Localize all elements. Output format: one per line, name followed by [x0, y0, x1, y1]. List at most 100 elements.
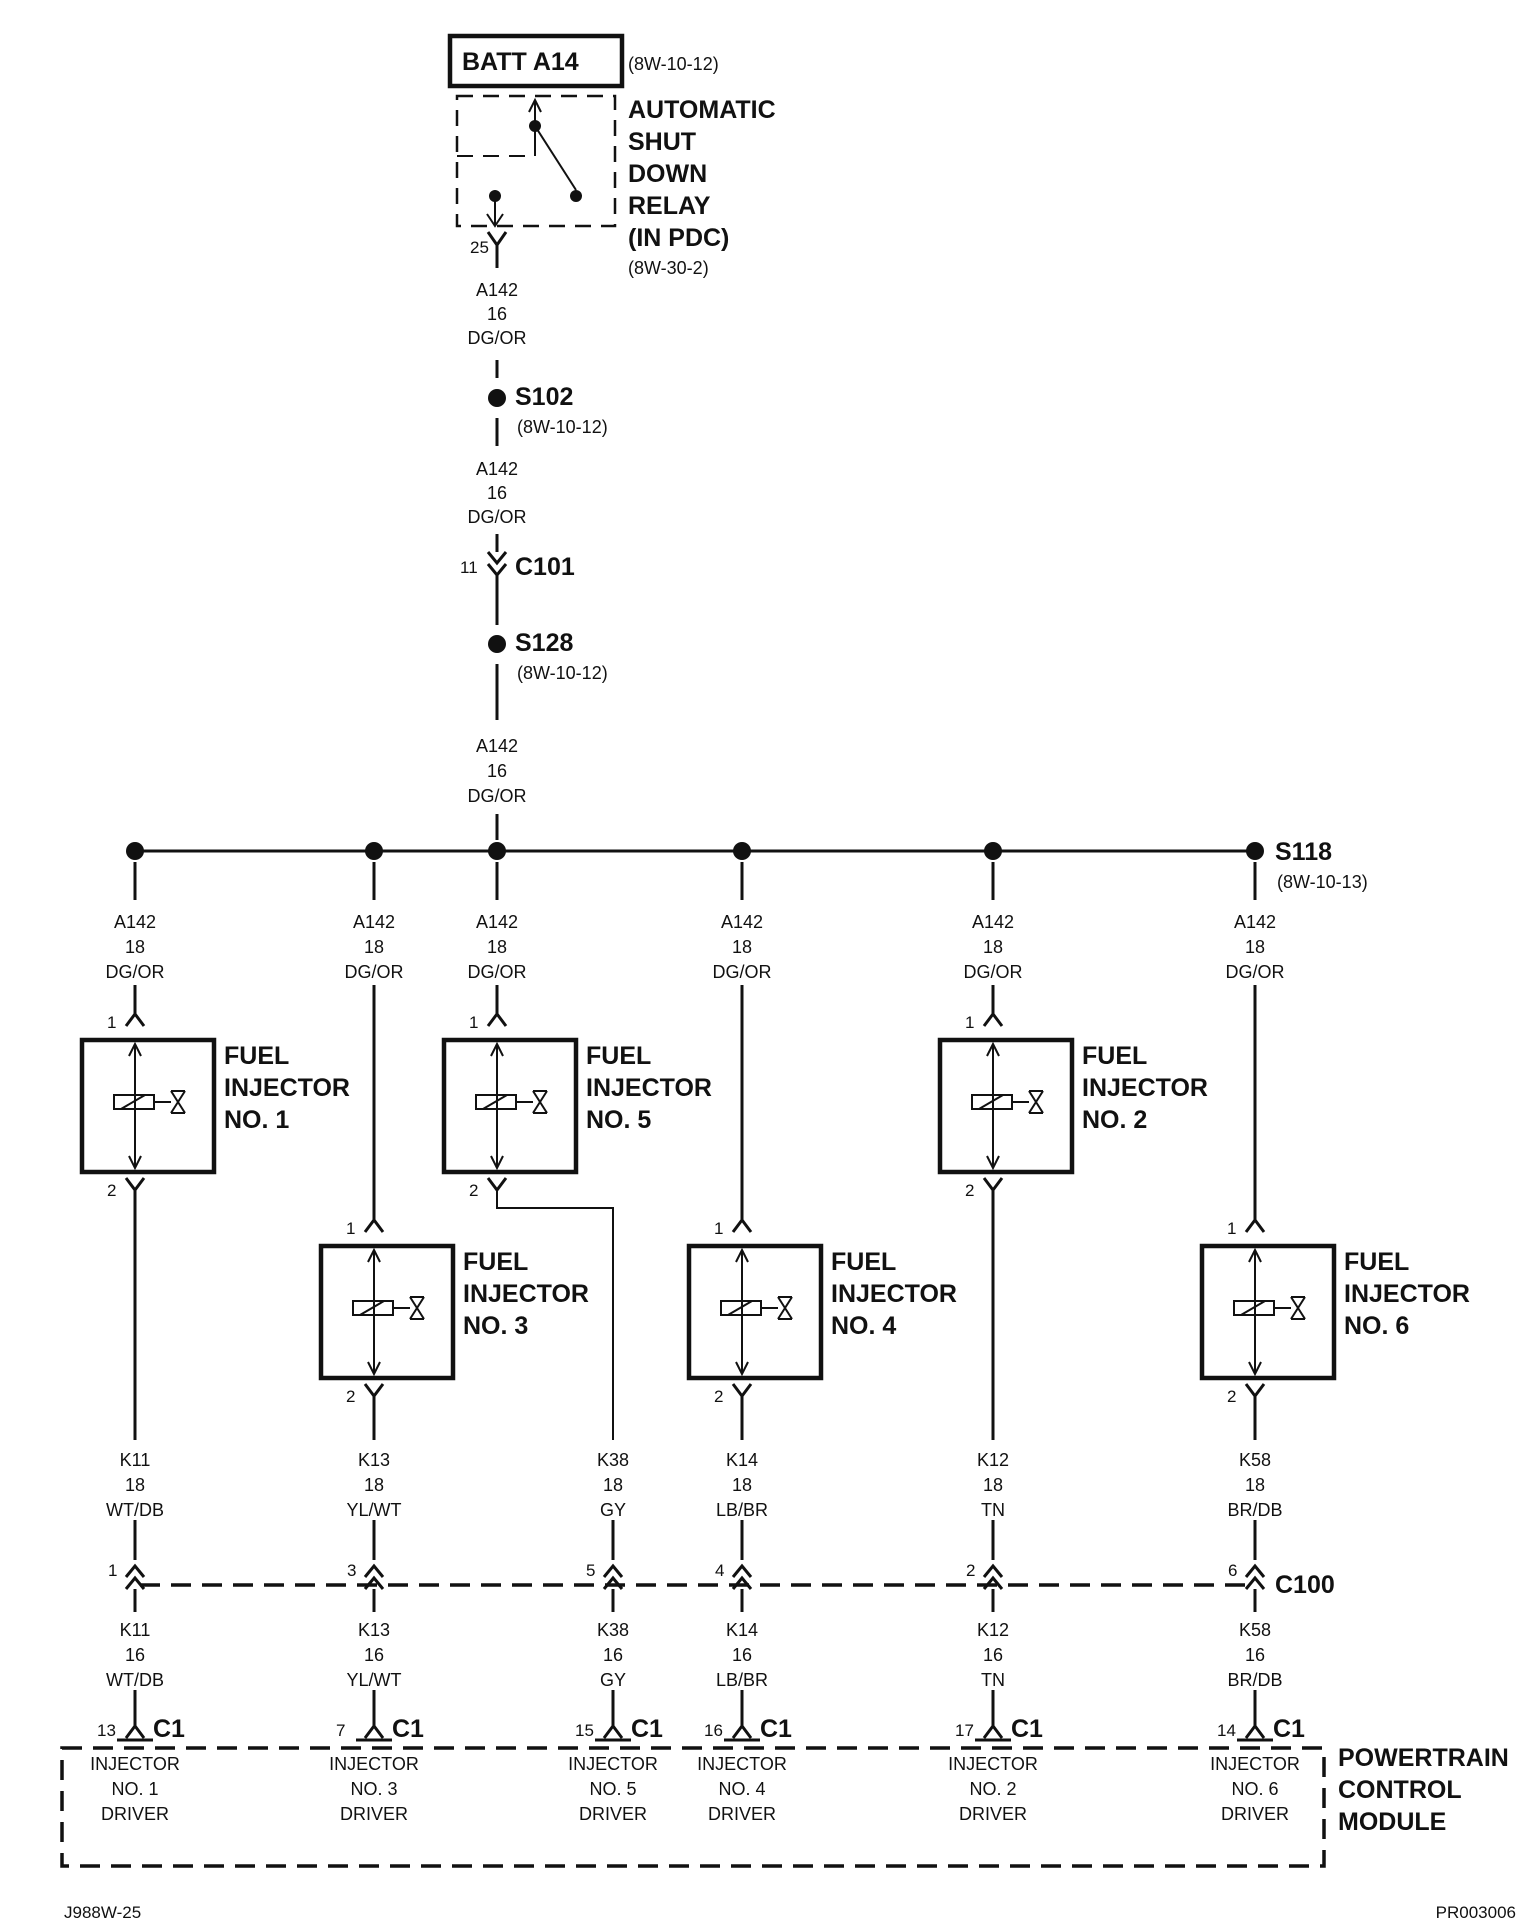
pcm-box: [60, 1746, 1326, 1868]
svg-text:18: 18: [364, 937, 384, 957]
svg-text:K13: K13: [358, 1620, 390, 1640]
svg-text:A142: A142: [476, 912, 518, 932]
footer-left: J988W-25: [64, 1903, 141, 1922]
svg-text:INJECTOR: INJECTOR: [948, 1754, 1038, 1774]
bus-splice-dot: [365, 842, 383, 860]
c1-connector: [124, 1712, 146, 1739]
svg-text:TN: TN: [981, 1670, 1005, 1690]
splice-s118-name: S118: [1275, 838, 1332, 866]
c100-pin-label: 5: [586, 1561, 595, 1580]
pcm-label: POWERTRAIN CONTROL MODULE: [1338, 1744, 1516, 1836]
c1-name: C1: [392, 1715, 424, 1743]
c100-pin-label: 1: [108, 1561, 117, 1580]
c100-connector: [1244, 1563, 1266, 1590]
svg-text:16: 16: [1245, 1645, 1265, 1665]
svg-text:18: 18: [1245, 937, 1265, 957]
c1-pin-label: 14: [1217, 1721, 1236, 1740]
c1-name: C1: [760, 1715, 792, 1743]
svg-text:WT/DB: WT/DB: [106, 1670, 164, 1690]
svg-text:DRIVER: DRIVER: [101, 1804, 169, 1824]
c1-name: C1: [1273, 1715, 1305, 1743]
svg-text:A142: A142: [1234, 912, 1276, 932]
c100-pin-label: 6: [1228, 1561, 1237, 1580]
svg-text:YL/WT: YL/WT: [346, 1500, 401, 1520]
svg-text:16: 16: [603, 1645, 623, 1665]
trunk-wire-label-3: A142 16 DG/OR: [467, 736, 526, 806]
c101-connector: [486, 551, 508, 578]
svg-text:K13: K13: [358, 1450, 390, 1470]
solenoid-valve-icon: [475, 1041, 548, 1171]
asd-relay-switch: [457, 97, 582, 228]
svg-text:NO. 5: NO. 5: [589, 1779, 636, 1799]
c1-connector: [363, 1712, 385, 1739]
svg-text:K38: K38: [597, 1620, 629, 1640]
injector-box: [79, 1037, 217, 1175]
svg-text:K58: K58: [1239, 1450, 1271, 1470]
svg-text:DG/OR: DG/OR: [467, 962, 526, 982]
svg-text:DG/OR: DG/OR: [963, 962, 1022, 982]
svg-text:DRIVER: DRIVER: [708, 1804, 776, 1824]
svg-text:A142: A142: [972, 912, 1014, 932]
c1-name: C1: [153, 1715, 185, 1743]
svg-text:GY: GY: [600, 1670, 626, 1690]
svg-text:A142: A142: [114, 912, 156, 932]
bus-splice-dot: [126, 842, 144, 860]
pcm-driver-label: INJECTOR NO. 1 DRIVER: [90, 1754, 180, 1824]
svg-text:18: 18: [732, 1475, 752, 1495]
injector-pin-out: 2: [714, 1387, 723, 1406]
c100-pin-label: 4: [715, 1561, 724, 1580]
svg-text:A142: A142: [721, 912, 763, 932]
svg-text:INJECTOR: INJECTOR: [1210, 1754, 1300, 1774]
svg-text:18: 18: [983, 937, 1003, 957]
injector-box: [318, 1243, 456, 1381]
injector-pin-in: 1: [107, 1013, 116, 1032]
svg-text:NO. 4: NO. 4: [718, 1779, 765, 1799]
c1-connector: [731, 1712, 753, 1739]
svg-text:GY: GY: [600, 1500, 626, 1520]
svg-text:TN: TN: [981, 1500, 1005, 1520]
svg-text:18: 18: [125, 1475, 145, 1495]
asd-relay-title: AUTOMATIC SHUT DOWN RELAY (IN PDC): [628, 96, 783, 252]
batt-label: BATT A14: [462, 48, 579, 76]
svg-text:K14: K14: [726, 1620, 758, 1640]
svg-text:DG/OR: DG/OR: [467, 328, 526, 348]
svg-text:INJECTOR: INJECTOR: [90, 1754, 180, 1774]
bus-splice-dot: [488, 842, 506, 860]
asd-relay-ref: (8W-30-2): [628, 258, 709, 278]
c1-name: C1: [631, 1715, 663, 1743]
footer-right: PR003006: [1436, 1903, 1516, 1922]
svg-text:16: 16: [487, 304, 507, 324]
injector-pin-in: 1: [714, 1219, 723, 1238]
c101-name: C101: [515, 553, 575, 581]
svg-text:DG/OR: DG/OR: [467, 507, 526, 527]
c1-pin-label: 16: [704, 1721, 723, 1740]
batt-ref: (8W-10-12): [628, 54, 719, 74]
svg-text:K14: K14: [726, 1450, 758, 1470]
bus-splice-dot: [1246, 842, 1264, 860]
injector-pin-in: 1: [469, 1013, 478, 1032]
svg-text:LB/BR: LB/BR: [716, 1670, 768, 1690]
injector-box: [1199, 1243, 1337, 1381]
c100-pin-label: 2: [966, 1561, 975, 1580]
asd-pin-label: 25: [470, 238, 489, 257]
injector-pin-out: 2: [1227, 1387, 1236, 1406]
svg-text:NO. 1: NO. 1: [111, 1779, 158, 1799]
svg-text:K58: K58: [1239, 1620, 1271, 1640]
